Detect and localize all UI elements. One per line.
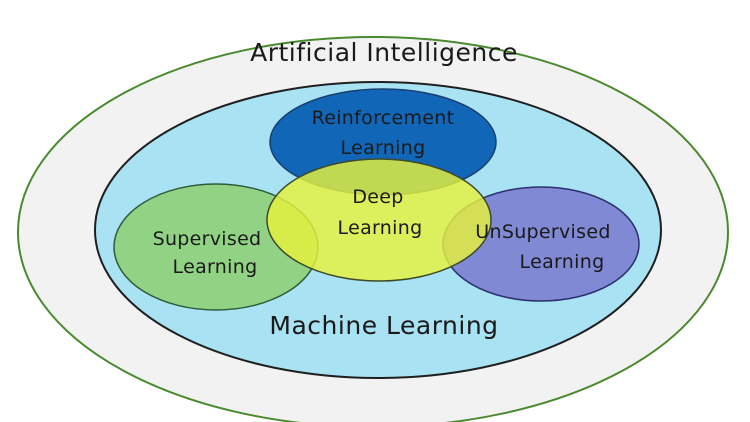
reinforcement-learning-label-line-2: Learning [341,137,426,159]
deep-learning-label-line-2: Learning [338,217,423,239]
deep-learning-label-line-1: Deep [352,186,403,208]
supervised-learning-label-line-2: Learning [173,256,258,278]
unsupervised-learning-label-line-1: UnSupervised [475,221,610,243]
reinforcement-learning-label-line-1: Reinforcement [312,107,455,129]
unsupervised-learning-label-line-2: Learning [520,251,605,273]
artificial-intelligence-label: Artificial Intelligence [250,38,518,67]
machine-learning-label: Machine Learning [269,311,498,340]
supervised-learning-label-line-1: Supervised [153,228,262,250]
deep-learning-circle [266,158,492,282]
